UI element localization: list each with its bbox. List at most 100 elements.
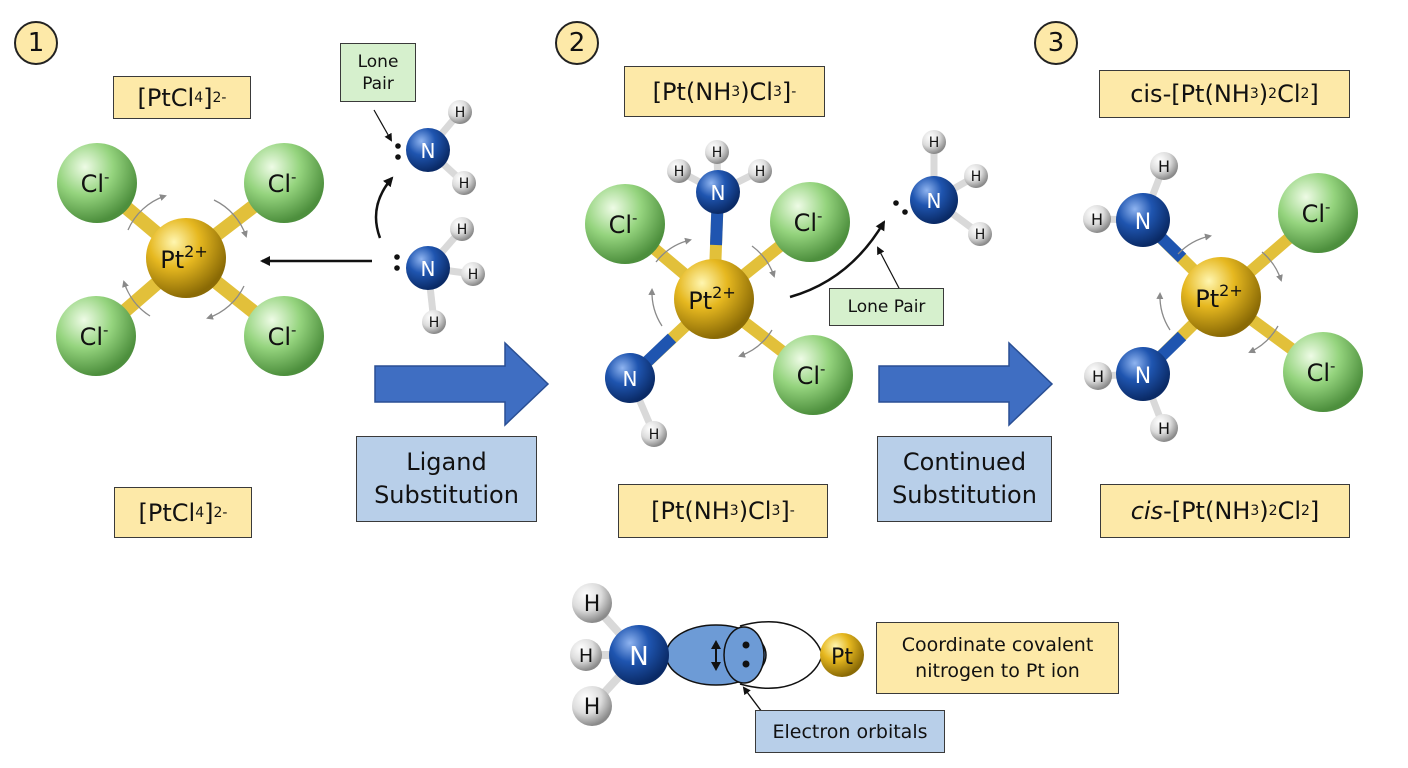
formula-subscript: 2 <box>1300 86 1310 102</box>
formula-subscript: 3 <box>1250 503 1260 519</box>
ligand-substitution-label: Ligand Substitution <box>356 436 537 522</box>
formula-charge: - <box>791 83 797 100</box>
hydrogen-atom <box>1150 152 1178 180</box>
nitrogen-symbol: N <box>1135 364 1151 389</box>
chlorine-atom <box>773 335 853 415</box>
nitrogen-atom <box>406 246 450 290</box>
chlorine-atom <box>770 182 850 262</box>
hydrogen-symbol: H <box>429 315 440 331</box>
rotation-arrow <box>1177 233 1212 255</box>
platinum-symbol: Pt <box>831 645 853 670</box>
continued-substitution-line: Continued <box>902 448 1027 476</box>
formula-part: [Pt(NH <box>651 497 730 525</box>
hydrogen-symbol: H <box>929 135 940 151</box>
platinum-symbol: Pt2+ <box>1195 281 1242 313</box>
rotation-arrow <box>1156 292 1171 331</box>
spin-arrow-head <box>711 662 721 671</box>
nitrogen-symbol: N <box>421 139 436 163</box>
formula-part: ] <box>780 497 790 525</box>
chlorine-atom <box>57 143 137 223</box>
lone-pair-dot <box>742 660 750 668</box>
nitrogen-symbol: N <box>629 642 648 672</box>
hydrogen-atom <box>705 140 729 164</box>
molecule-ptcl4: Cl- Cl- Cl- Cl- Pt2+ <box>56 143 324 376</box>
electron-pair-lobe <box>723 626 765 684</box>
hydrogen-symbol: H <box>1158 419 1170 438</box>
step-number-1: 1 <box>14 21 58 65</box>
rotation-arrow <box>206 285 245 320</box>
hydrogen-atom <box>572 686 612 726</box>
ammonia-molecule-right: N H H H <box>893 130 992 246</box>
lone-pair-dot <box>742 641 750 649</box>
platinum-symbol: Pt2+ <box>160 242 207 274</box>
hydrogen-atom <box>570 639 602 671</box>
formula-charge: - <box>789 503 795 519</box>
rotation-arrow <box>1261 251 1283 282</box>
hydrogen-atom <box>968 222 992 246</box>
chlorine-atom <box>244 296 324 376</box>
hydrogen-symbol: H <box>455 105 466 121</box>
hydrogen-atom <box>1150 414 1178 442</box>
formula-part: ] <box>1309 497 1320 525</box>
note-line: nitrogen to Pt ion <box>915 660 1080 682</box>
formula-subscript: 3 <box>771 503 781 519</box>
formula-subscript: 3 <box>1249 86 1259 102</box>
lone-pair-label: Lone Pair <box>340 43 416 102</box>
lone-pair-dot <box>394 254 400 260</box>
formula-part: ] <box>203 83 213 112</box>
formula-part: [Pt(NH <box>652 77 732 106</box>
rotation-arrow <box>751 245 776 278</box>
chlorine-atom <box>585 184 665 264</box>
hydrogen-symbol: H <box>712 145 723 161</box>
hydrogen-atom <box>748 159 772 183</box>
nitrogen-symbol: N <box>421 257 436 281</box>
lone-pair-label-2: Lone Pair <box>829 288 944 326</box>
hydrogen-symbol: H <box>457 222 468 238</box>
hydrogen-atom <box>461 262 485 286</box>
nitrogen-symbol: N <box>623 367 638 391</box>
formula-part: [PtCl <box>138 498 196 527</box>
step-number-3: 3 <box>1034 21 1078 65</box>
formula-subscript: 4 <box>194 89 204 106</box>
pointer-line <box>877 246 901 291</box>
chlorine-symbol: Cl- <box>1302 198 1331 228</box>
formula-subscript: 4 <box>195 504 205 521</box>
continued-substitution-label: Continued Substitution <box>877 436 1052 522</box>
chlorine-atom <box>56 296 136 376</box>
formula-subscript: 2 <box>1268 503 1278 519</box>
hydrogen-symbol: H <box>579 645 593 667</box>
formula-part: )Cl <box>740 77 773 106</box>
formula-part: Cl <box>1277 80 1301 108</box>
formula-part: )Cl <box>738 497 772 525</box>
hydrogen-symbol: H <box>674 164 685 180</box>
formula-part: Cl <box>1277 497 1301 525</box>
molecule-cisplatin: Cl- Cl- Pt2+ N N H H H H <box>1083 152 1363 442</box>
formula-subscript: 3 <box>729 503 739 519</box>
hydrogen-atom <box>964 164 988 188</box>
nitrogen-atom <box>1116 347 1170 401</box>
chlorine-symbol: Cl- <box>81 168 110 198</box>
hydrogen-atom <box>422 310 446 334</box>
electron-orbitals-label: Electron orbitals <box>755 710 945 753</box>
hydrogen-symbol: H <box>1091 210 1103 229</box>
hydrogen-atom <box>1083 205 1111 233</box>
chlorine-symbol: Cl- <box>268 321 297 351</box>
hydrogen-symbol: H <box>755 164 766 180</box>
hydrogen-atom <box>572 583 612 623</box>
formula-subscript: 3 <box>731 83 741 100</box>
lone-pair-dot <box>395 154 401 160</box>
formula-part: ) <box>1259 497 1269 525</box>
curved-arrow <box>789 220 886 299</box>
rotation-arrow <box>655 237 692 263</box>
lone-pair-dot <box>902 209 908 215</box>
platinum-atom <box>674 259 754 339</box>
chlorine-atom <box>1283 332 1363 412</box>
lone-pair-line: Pair <box>362 73 394 94</box>
step-number-2: 2 <box>555 21 599 65</box>
formula-subscript: 3 <box>772 83 782 100</box>
rotation-arrow <box>1248 325 1279 354</box>
